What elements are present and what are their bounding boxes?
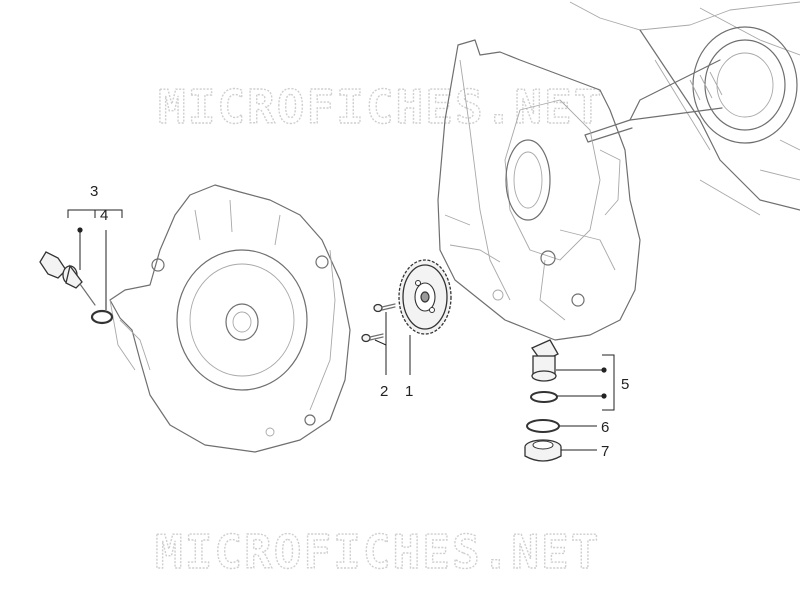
leader-lines	[67, 209, 615, 451]
crankcase	[437, 39, 641, 341]
callout-7: 7	[601, 443, 609, 460]
oil-filter	[531, 339, 559, 382]
watermark-top: MICROFICHES.NET	[158, 80, 603, 134]
watermark-bottom: MICROFICHES.NET	[155, 525, 600, 579]
oil-dipstick	[39, 251, 96, 306]
callout-2: 2	[380, 383, 388, 400]
screw-lower	[361, 333, 384, 343]
oil-pump-gear	[398, 259, 452, 335]
drain-plug	[524, 439, 562, 462]
o-ring-plug	[526, 419, 560, 433]
transmission-housing	[569, 1, 800, 216]
o-ring-small	[90, 309, 114, 325]
screw-upper	[373, 303, 396, 313]
callout-4: 4	[100, 207, 108, 224]
callout-6: 6	[601, 419, 609, 436]
o-ring-filter	[530, 391, 558, 403]
callout-5: 5	[621, 376, 629, 393]
callout-1: 1	[405, 383, 413, 400]
flywheel-cover	[109, 184, 351, 453]
callout-3: 3	[90, 183, 98, 200]
